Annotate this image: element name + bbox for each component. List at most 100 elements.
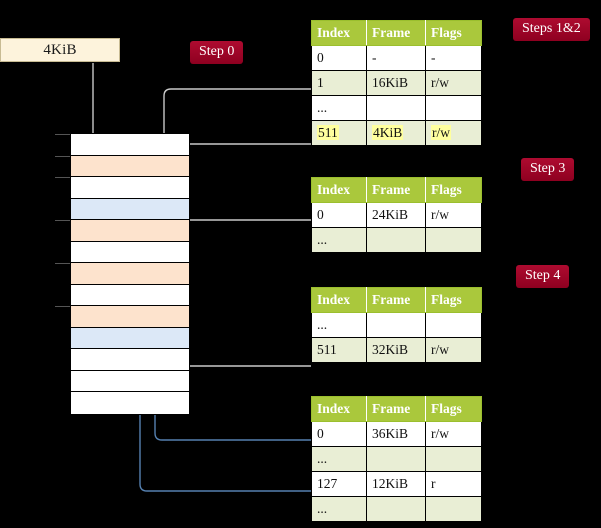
- cell-index: 0: [311, 45, 367, 71]
- col-header-flags: Flags: [425, 177, 482, 203]
- col-header-index: Index: [311, 396, 367, 422]
- table-row: 0--: [311, 45, 482, 71]
- cell-index: 0: [311, 421, 367, 447]
- memory-frame-row: [71, 284, 189, 307]
- cell-index: 511: [311, 120, 367, 146]
- physical-memory-column: [70, 133, 190, 415]
- cell-index: ...: [311, 95, 367, 121]
- memory-row-tick: [55, 156, 70, 157]
- cell-frame: [366, 95, 426, 121]
- cell-flags: [425, 446, 482, 472]
- wire-l3-to-memory: [170, 219, 311, 263]
- badge-step-3: Step 3: [521, 158, 575, 181]
- table-row: ...: [311, 496, 482, 522]
- memory-frame-row: [71, 349, 189, 371]
- cell-frame: -: [366, 45, 426, 71]
- table-row: ...: [311, 95, 482, 121]
- cell-index: ...: [311, 446, 367, 472]
- cell-index: 511: [311, 337, 367, 363]
- table-row: 511 4KiB r/w: [311, 120, 482, 146]
- cell-flags: [425, 496, 482, 522]
- cell-index: ...: [311, 312, 367, 338]
- cell-index: 1: [311, 70, 367, 96]
- cell-frame: 24KiB: [366, 202, 426, 228]
- table-row: ...: [311, 446, 482, 472]
- cell-frame: 36KiB: [366, 421, 426, 447]
- table-header-row: Index Frame Flags: [311, 287, 482, 313]
- highlighted-value: r/w: [431, 124, 451, 140]
- cell-frame: 4KiB: [366, 120, 426, 146]
- memory-frame-row: [71, 241, 189, 264]
- memory-frame-row: [71, 370, 189, 393]
- col-header-frame: Frame: [366, 396, 426, 422]
- cell-frame: [366, 446, 426, 472]
- wire-l4-to-memory: [170, 143, 311, 167]
- table-row: ...: [311, 312, 482, 338]
- col-header-index: Index: [311, 287, 367, 313]
- memory-frame-row: [71, 220, 189, 242]
- memory-frame-row: [71, 155, 189, 178]
- table-header-row: Index Frame Flags: [311, 20, 482, 46]
- col-header-frame: Frame: [366, 20, 426, 46]
- memory-row-tick: [55, 306, 70, 307]
- badge-step-3-label: Step 3: [530, 161, 566, 176]
- cell-flags: r/w: [425, 120, 482, 146]
- cell-flags: r/w: [425, 202, 482, 228]
- cell-flags: [425, 95, 482, 121]
- badge-step-0-label: Step 0: [199, 44, 235, 59]
- cell-flags: -: [425, 45, 482, 71]
- cell-frame: [366, 312, 426, 338]
- source-frame-block: 4KiB: [0, 38, 120, 62]
- cell-frame: 32KiB: [366, 337, 426, 363]
- cell-frame: 12KiB: [366, 471, 426, 497]
- highlighted-value: 4KiB: [372, 124, 404, 140]
- cell-frame: [366, 496, 426, 522]
- memory-frame-row: [71, 327, 189, 350]
- highlighted-value: 511: [317, 124, 339, 140]
- memory-frame-row: [71, 392, 189, 414]
- cell-flags: r/w: [425, 70, 482, 96]
- memory-frame-row: [71, 134, 189, 156]
- memory-frame-row: [71, 177, 189, 199]
- col-header-index: Index: [311, 177, 367, 203]
- source-frame-label: 4KiB: [43, 41, 77, 58]
- memory-row-tick: [55, 177, 70, 178]
- cell-index: ...: [311, 496, 367, 522]
- memory-frame-row: [71, 306, 189, 328]
- col-header-frame: Frame: [366, 177, 426, 203]
- cell-index: 0: [311, 202, 367, 228]
- table-row: ...: [311, 227, 482, 253]
- col-header-flags: Flags: [425, 20, 482, 46]
- cell-frame: [366, 227, 426, 253]
- badge-step-0: Step 0: [190, 41, 244, 64]
- col-header-flags: Flags: [425, 287, 482, 313]
- cell-index: ...: [311, 227, 367, 253]
- memory-row-tick: [55, 263, 70, 264]
- cell-flags: r: [425, 471, 482, 497]
- table-header-row: Index Frame Flags: [311, 396, 482, 422]
- col-header-frame: Frame: [366, 287, 426, 313]
- memory-frame-row: [71, 263, 189, 285]
- badge-steps-1-2: Steps 1&2: [513, 18, 590, 41]
- memory-row-tick: [55, 134, 70, 135]
- col-header-flags: Flags: [425, 396, 482, 422]
- cell-frame: 16KiB: [366, 70, 426, 96]
- memory-row-tick: [55, 220, 70, 221]
- cell-flags: r/w: [425, 337, 482, 363]
- cell-index: 127: [311, 471, 367, 497]
- badge-step-4-label: Step 4: [525, 268, 561, 283]
- memory-frame-row: [71, 198, 189, 221]
- col-header-index: Index: [311, 20, 367, 46]
- cell-flags: [425, 227, 482, 253]
- badge-steps-1-2-label: Steps 1&2: [522, 21, 581, 36]
